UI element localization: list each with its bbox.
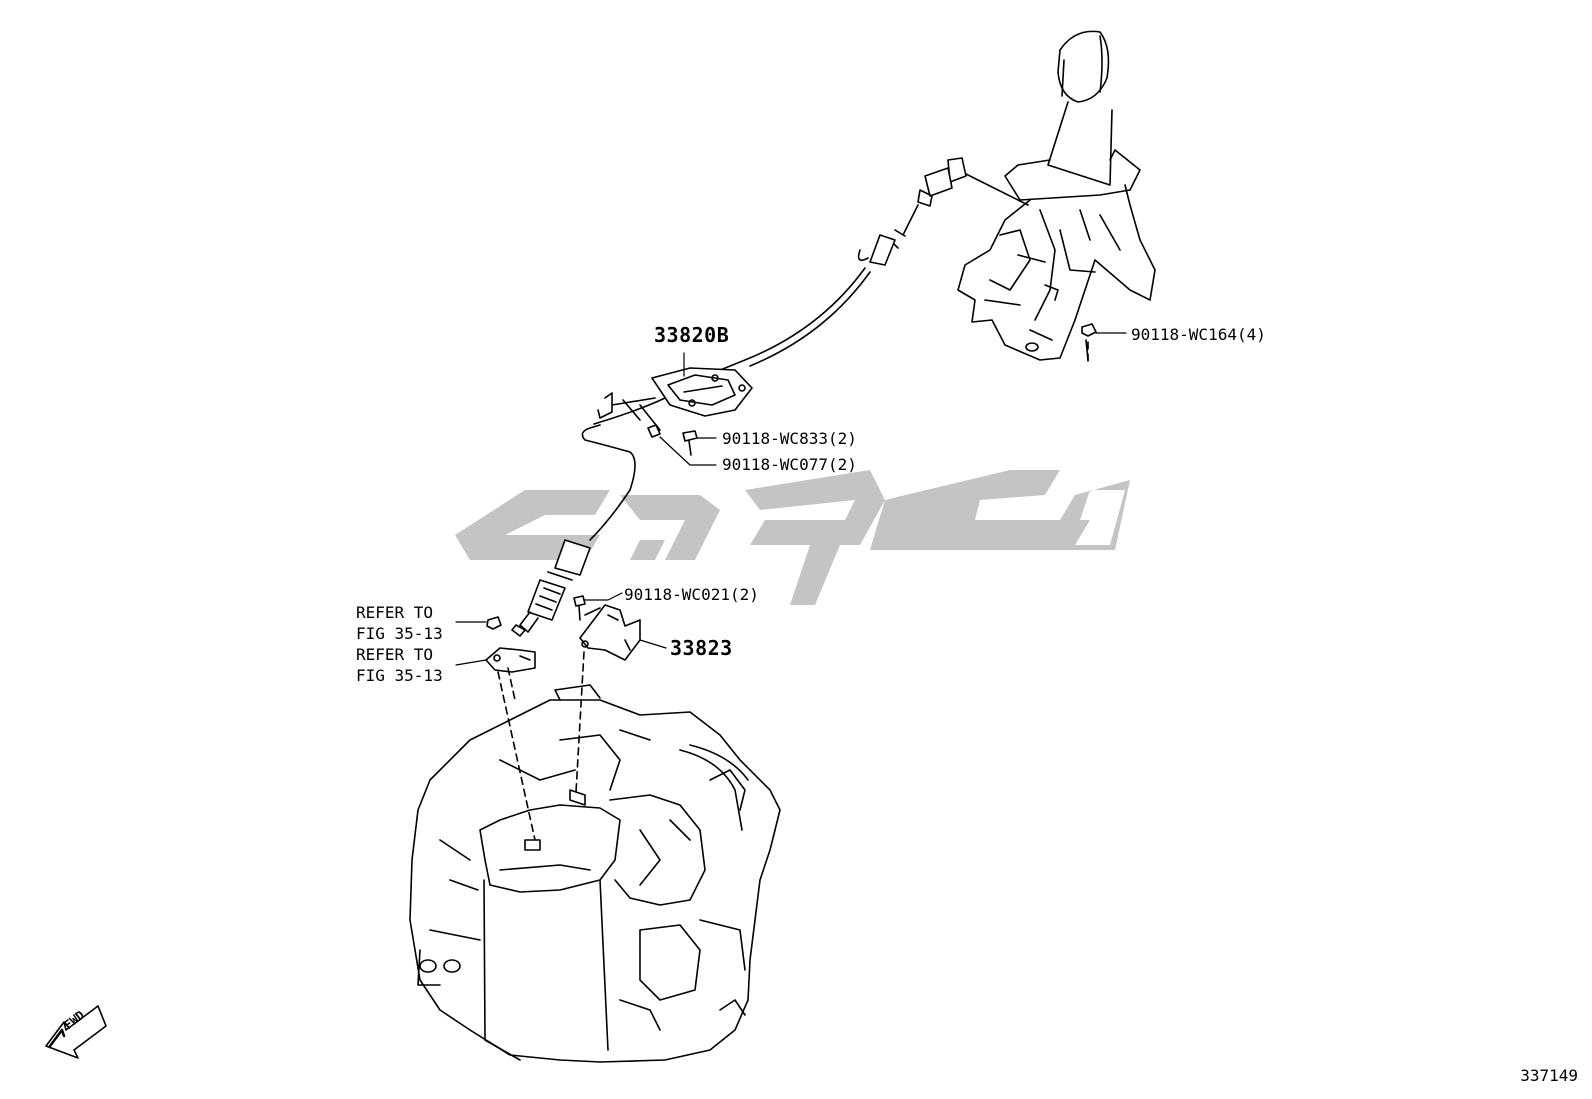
line-art bbox=[45, 30, 1156, 1063]
callout-33820B: 33820B bbox=[654, 323, 730, 347]
leader-lines bbox=[455, 332, 1127, 666]
figure-number: 337149 bbox=[1520, 1066, 1578, 1085]
callout-90118-wc021: 90118-WC021(2) bbox=[624, 585, 759, 604]
callout-90118-wc833: 90118-WC833(2) bbox=[722, 429, 857, 448]
shift-lever-assembly bbox=[957, 30, 1156, 361]
link-bracket bbox=[485, 647, 536, 673]
callout-90118-wc164: 90118-WC164(4) bbox=[1131, 325, 1266, 344]
fwd-arrow-icon bbox=[45, 1005, 107, 1059]
shift-cable bbox=[511, 157, 967, 637]
fasteners bbox=[486, 323, 1097, 630]
refer-to-fig-1[interactable]: REFER TO FIG 35-13 bbox=[356, 603, 443, 643]
transmission-assembly bbox=[409, 684, 781, 1063]
refer-to-fig-2[interactable]: REFER TO FIG 35-13 bbox=[356, 645, 443, 685]
bracket-33823 bbox=[579, 604, 641, 661]
callout-33823: 33823 bbox=[670, 636, 733, 660]
callout-90118-wc077: 90118-WC077(2) bbox=[722, 455, 857, 474]
location-lines bbox=[497, 341, 1089, 841]
